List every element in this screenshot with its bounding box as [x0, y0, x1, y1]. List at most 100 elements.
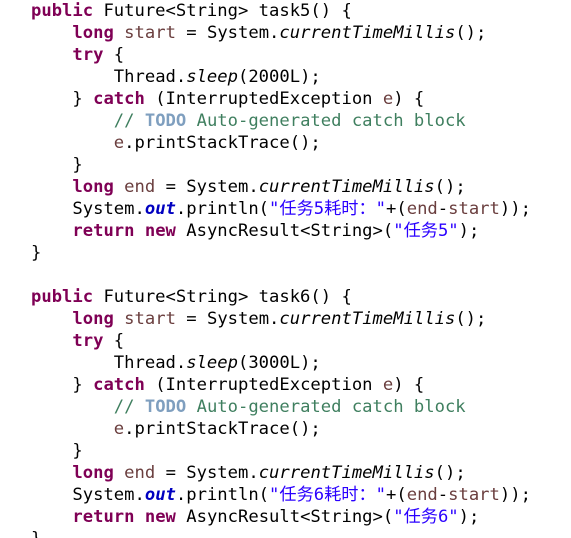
code-token: new: [144, 221, 176, 241]
code-token: [114, 309, 124, 329]
code-token: );: [458, 221, 480, 241]
code-token: TODO: [144, 111, 187, 131]
code-line[interactable]: System.out.println("任务6耗时："+(end-start))…: [31, 484, 531, 506]
code-token: currentTimeMillis: [279, 23, 456, 43]
code-line[interactable]: long start = System.currentTimeMillis();: [31, 308, 531, 330]
code-token: (InterruptedException: [144, 375, 383, 395]
code-token: long: [72, 309, 114, 329]
code-line[interactable]: } catch (InterruptedException e) {: [31, 88, 531, 110]
code-token: }: [31, 243, 42, 263]
code-token: public: [31, 1, 94, 21]
code-token: ));: [499, 199, 531, 219]
code-listing[interactable]: public Future<String> task5() { long sta…: [31, 0, 531, 538]
indent: [31, 67, 114, 87]
code-token: sleep: [186, 353, 238, 373]
indent: [31, 199, 72, 219]
code-token: Future<String> task5() {: [93, 1, 352, 21]
code-token: = System.: [155, 463, 259, 483]
code-line[interactable]: Thread.sleep(2000L);: [31, 66, 531, 88]
code-token: //: [113, 111, 145, 131]
indent: [31, 89, 72, 109]
code-token: System.: [72, 485, 145, 505]
code-token: ();: [434, 463, 466, 483]
code-line[interactable]: try {: [31, 44, 531, 66]
code-token: "任务6耗时：": [269, 485, 387, 505]
code-line[interactable]: long end = System.currentTimeMillis();: [31, 462, 531, 484]
code-token: ) {: [393, 89, 425, 109]
code-token: start: [124, 23, 176, 43]
code-token: ();: [455, 309, 487, 329]
indent: [31, 331, 72, 351]
code-token: ();: [434, 177, 466, 197]
code-line[interactable]: [31, 264, 531, 286]
code-token: = System.: [175, 309, 280, 329]
indent: [31, 177, 72, 197]
code-token: Auto-generated catch block: [186, 111, 466, 131]
code-line[interactable]: public Future<String> task5() {: [31, 0, 531, 22]
indent: [31, 441, 72, 461]
code-line[interactable]: public Future<String> task6() {: [31, 286, 531, 308]
code-line[interactable]: // TODO Auto-generated catch block: [31, 396, 531, 418]
code-token: end: [124, 463, 156, 483]
code-token: {: [103, 45, 125, 65]
indent: [31, 463, 72, 483]
code-token: AsyncResult<String>(: [175, 221, 394, 241]
code-token: e: [382, 89, 394, 109]
code-token: TODO: [144, 397, 187, 417]
code-token: return: [72, 221, 135, 241]
code-token: try: [72, 45, 104, 65]
code-token: end: [124, 177, 156, 197]
indent: [31, 111, 114, 131]
indent: [31, 353, 114, 373]
code-line[interactable]: Thread.sleep(3000L);: [31, 352, 531, 374]
code-token: = System.: [175, 23, 280, 43]
code-token: Thread.: [113, 67, 187, 87]
code-token: ));: [499, 485, 531, 505]
code-token: -: [437, 485, 449, 505]
code-token: long: [72, 463, 114, 483]
code-line[interactable]: }: [31, 154, 531, 176]
code-token: +(: [386, 485, 407, 505]
code-token: AsyncResult<String>(: [175, 507, 394, 527]
code-line[interactable]: System.out.println("任务5耗时："+(end-start))…: [31, 198, 531, 220]
code-token: catch: [93, 375, 145, 395]
code-token: .printStackTrace();: [124, 133, 321, 153]
code-token: Thread.: [113, 353, 187, 373]
code-line[interactable]: long end = System.currentTimeMillis();: [31, 176, 531, 198]
code-line[interactable]: }: [31, 528, 531, 538]
code-token: .println(: [175, 199, 270, 219]
code-token: catch: [93, 89, 145, 109]
code-token: currentTimeMillis: [258, 463, 435, 483]
code-line[interactable]: long start = System.currentTimeMillis();: [31, 22, 531, 44]
code-line[interactable]: }: [31, 242, 531, 264]
code-line[interactable]: e.printStackTrace();: [31, 132, 531, 154]
code-token: e: [113, 419, 125, 439]
code-token: out: [144, 199, 176, 219]
code-line[interactable]: return new AsyncResult<String>("任务6");: [31, 506, 531, 528]
indent: [31, 507, 72, 527]
code-token: Future<String> task6() {: [93, 287, 352, 307]
code-token: e: [382, 375, 394, 395]
code-token: [114, 23, 124, 43]
code-line[interactable]: // TODO Auto-generated catch block: [31, 110, 531, 132]
indent: [31, 485, 72, 505]
code-token: ();: [455, 23, 487, 43]
code-token: end: [406, 199, 438, 219]
code-token: (3000L);: [237, 353, 321, 373]
code-token: .printStackTrace();: [124, 419, 321, 439]
code-token: }: [72, 155, 83, 175]
code-token: (2000L);: [237, 67, 321, 87]
code-token: -: [437, 199, 449, 219]
code-token: .println(: [175, 485, 270, 505]
code-token: +(: [386, 199, 407, 219]
code-token: new: [144, 507, 176, 527]
code-line[interactable]: } catch (InterruptedException e) {: [31, 374, 531, 396]
code-line[interactable]: e.printStackTrace();: [31, 418, 531, 440]
code-line[interactable]: }: [31, 440, 531, 462]
code-token: {: [103, 331, 125, 351]
code-token: "任务6": [393, 507, 459, 527]
code-line[interactable]: return new AsyncResult<String>("任务5");: [31, 220, 531, 242]
code-line[interactable]: try {: [31, 330, 531, 352]
code-token: Auto-generated catch block: [186, 397, 466, 417]
